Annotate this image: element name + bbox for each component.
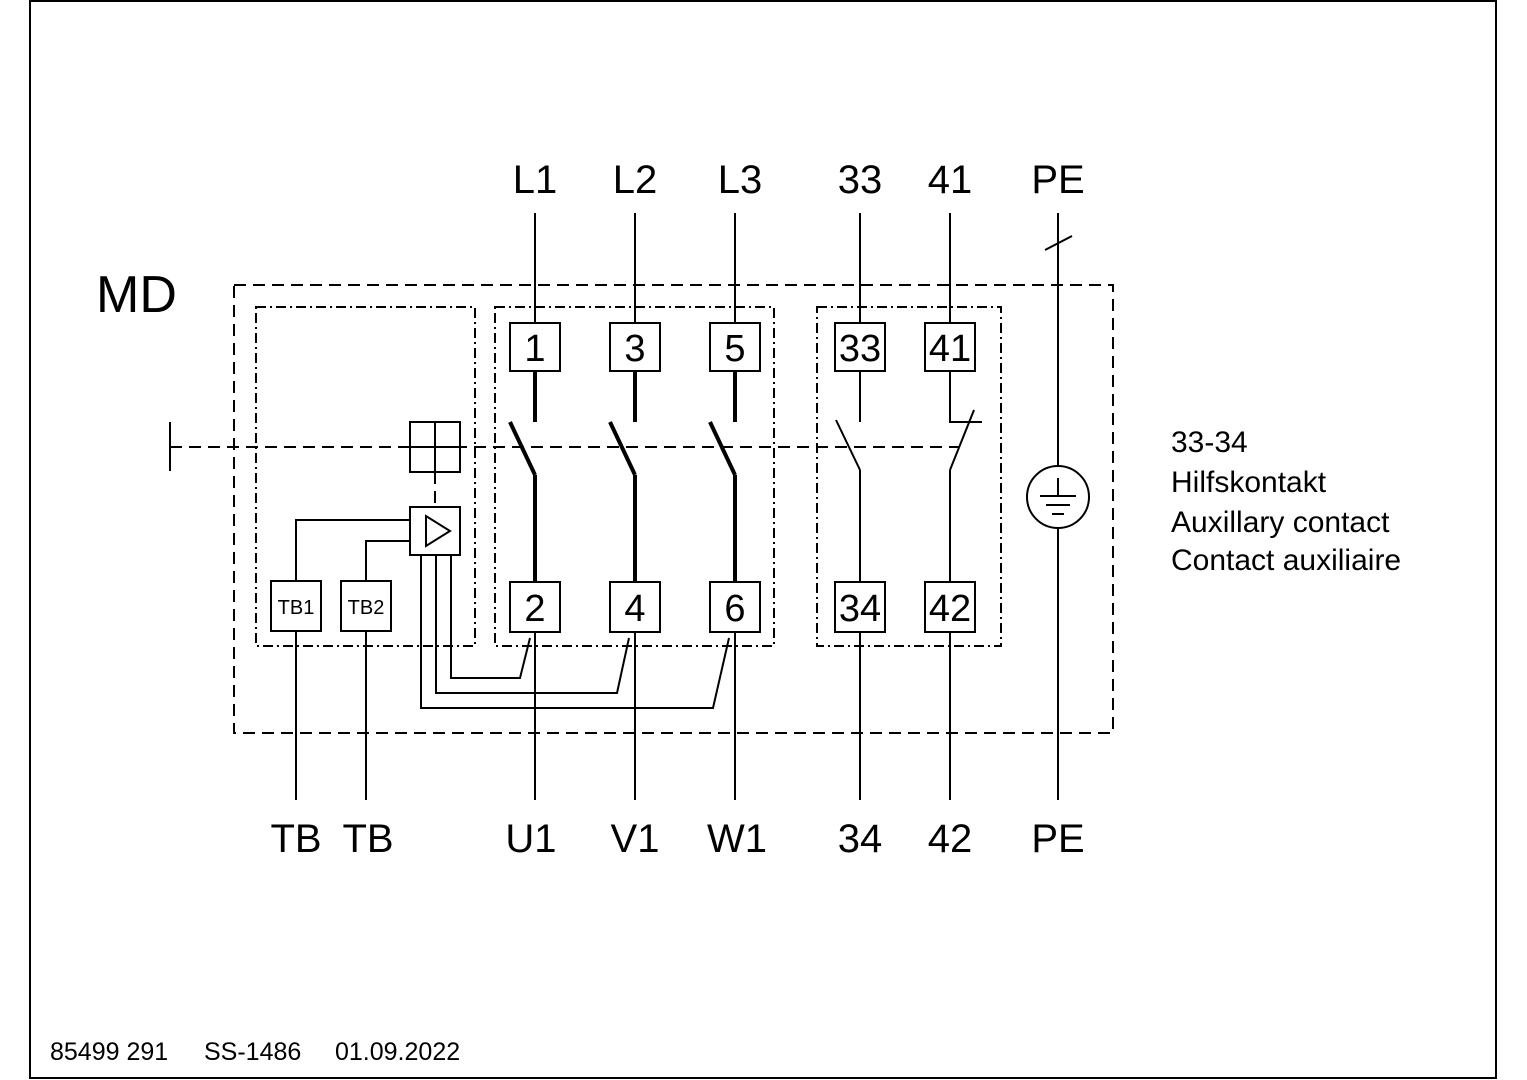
bottom-terminal-label: PE [1031,817,1084,861]
sense-wire-w [420,555,730,709]
tb1-wire [295,519,410,581]
legend-line: Hilfskontakt [1171,466,1327,499]
main-pole-3 [708,213,761,800]
terminal-number: 33 [839,328,881,370]
bottom-terminal-label: V1 [611,817,660,861]
top-terminal-label: 33 [838,158,883,202]
main-pole-2 [608,213,661,800]
tb2-label: TB2 [348,597,385,619]
tb2-box: TB2 [340,580,392,632]
sense-wire-v [435,555,630,694]
device-title: MD [96,266,177,324]
legend-line: Contact auxiliaire [1171,544,1401,577]
aux-contact-nc [924,213,982,800]
terminal-number: 6 [724,588,745,630]
aux-contact-legend: 33-34 Hilfskontakt Auxillary contact Con… [1171,426,1401,577]
legend-line: Auxillary contact [1171,506,1390,539]
main-pole-1 [508,213,561,800]
doc-date: 01.09.2022 [335,1038,460,1066]
sense-wire-u [450,555,531,679]
terminal-number: 5 [724,328,745,370]
top-terminal-label: L2 [613,158,658,202]
aux-contact-group [816,306,1002,647]
main-contact-group [494,306,775,647]
top-terminal-label: 41 [928,158,973,202]
top-terminal-label: PE [1031,158,1084,202]
terminal-number: 41 [929,328,971,370]
device-enclosure [233,284,1114,734]
bottom-terminal-label: 34 [838,817,883,861]
protective-earth [1026,213,1090,800]
tb1-label: TB1 [278,597,315,619]
terminal-number: 42 [929,588,971,630]
top-terminal-label: L1 [513,158,558,202]
page-frame [29,0,1497,1079]
bottom-terminal-label: TB [342,817,393,861]
top-terminal-label: L3 [718,158,763,202]
ground-icon [1040,478,1076,515]
tb2-wire [365,540,410,581]
trip-relay-symbol [409,506,461,556]
terminal-number: 2 [524,588,545,630]
bottom-terminal-label: TB [270,817,321,861]
tb1-box: TB1 [270,580,322,632]
terminal-number: 34 [839,588,881,630]
footer: 85499 291 SS-1486 01.09.2022 [50,1038,460,1066]
terminal-number: 3 [624,328,645,370]
bottom-terminal-label: W1 [707,817,767,861]
legend-line: 33-34 [1171,426,1248,459]
bottom-terminal-label: U1 [505,817,556,861]
latch-symbol [409,421,461,473]
aux-contact-no [834,213,886,800]
terminal-number: 1 [524,328,545,370]
doc-ref: SS-1486 [204,1038,301,1066]
bottom-terminal-label: 42 [928,817,973,861]
terminal-number: 4 [624,588,645,630]
doc-number: 85499 291 [50,1038,168,1066]
